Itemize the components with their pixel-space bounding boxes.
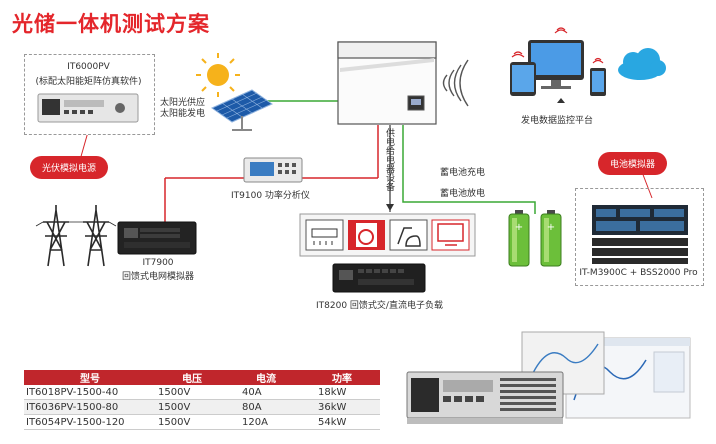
solar-label-supply: 太阳光供应 bbox=[160, 98, 206, 108]
table-row: IT6054PV-1500-120 1500V 120A 54kW bbox=[24, 414, 380, 430]
monitor-platform-label: 发电数据监控平台 bbox=[521, 116, 594, 126]
cloud-icon bbox=[618, 48, 666, 80]
header-voltage: 电压 bbox=[156, 370, 228, 385]
grid-simulator-model: IT7900 bbox=[142, 258, 174, 268]
cell-current: 120A bbox=[228, 414, 304, 430]
inverter-to-battery-line bbox=[402, 125, 536, 214]
cell-model: IT6054PV-1500-120 bbox=[24, 414, 156, 430]
cell-model: IT6036PV-1500-80 bbox=[24, 399, 156, 415]
cell-power: 18kW bbox=[304, 385, 380, 400]
pv-simulator-model: IT6000PV bbox=[67, 62, 110, 72]
pv-simulator-note: (标配太阳能矩阵仿真软件) bbox=[35, 77, 142, 87]
grid-simulator-desc: 回馈式电网模拟器 bbox=[121, 272, 194, 282]
cell-power: 54kW bbox=[304, 414, 380, 430]
header-power: 功率 bbox=[304, 370, 380, 385]
cell-voltage: 1500V bbox=[156, 399, 228, 415]
transmission-tower-icon bbox=[35, 205, 117, 267]
vacuum-cleaner-icon bbox=[389, 219, 428, 251]
cell-power: 36kW bbox=[304, 399, 380, 415]
header-current: 电流 bbox=[228, 370, 304, 385]
pv-simulator-tag: 光伏模拟电源 bbox=[30, 156, 109, 179]
cell-current: 40A bbox=[228, 385, 304, 400]
solar-label-generate: 太阳能发电 bbox=[160, 109, 206, 119]
svg-text:+: + bbox=[515, 222, 523, 233]
cell-current: 80A bbox=[228, 399, 304, 415]
header-model: 型号 bbox=[24, 370, 156, 385]
sun-icon bbox=[196, 53, 240, 97]
hybrid-inverter-icon bbox=[337, 41, 437, 125]
battery-charge-label: 蓄电池充电 bbox=[440, 168, 486, 178]
appliance-group bbox=[299, 213, 476, 257]
power-analyzer-label: IT9100 功率分析仪 bbox=[231, 191, 310, 201]
table-row: IT6036PV-1500-80 1500V 80A 36kW bbox=[24, 399, 380, 415]
svg-text:+: + bbox=[547, 222, 555, 233]
battery-simulator-tag: 电池模拟器 bbox=[598, 152, 668, 175]
table-row: IT6018PV-1500-40 1500V 40A 18kW bbox=[24, 385, 380, 400]
product-photo-icon bbox=[406, 331, 691, 424]
battery-simulator-model: IT-M3900C + BSS2000 Pro bbox=[579, 268, 698, 278]
load-arrow-icon bbox=[386, 204, 394, 211]
electronic-load-device-icon bbox=[332, 263, 426, 293]
grid-simulator-device-icon bbox=[117, 221, 197, 255]
battery-simulator-box bbox=[575, 188, 704, 286]
spec-table: 型号 电压 电流 功率 IT6018PV-1500-40 1500V 40A 1… bbox=[24, 370, 380, 430]
load-supply-label: 供电给电器设备 bbox=[384, 128, 394, 191]
cell-model: IT6018PV-1500-40 bbox=[24, 385, 156, 400]
cell-voltage: 1500V bbox=[156, 414, 228, 430]
battery-simulator-device-icon bbox=[592, 205, 688, 264]
electronic-load-label: IT8200 回馈式交/直流电子负载 bbox=[316, 301, 443, 311]
battery-icon: + + bbox=[508, 210, 562, 267]
monitor-devices-icon bbox=[510, 27, 606, 103]
page-title: 光储一体机测试方案 bbox=[12, 12, 210, 36]
power-analyzer-device-icon bbox=[243, 157, 303, 183]
wireless-signal-icon bbox=[442, 59, 469, 107]
solar-panel-icon bbox=[210, 89, 274, 131]
cell-voltage: 1500V bbox=[156, 385, 228, 400]
battery-discharge-label: 蓄电池放电 bbox=[440, 189, 486, 199]
spec-table-header: 型号 电压 电流 功率 bbox=[24, 370, 380, 385]
